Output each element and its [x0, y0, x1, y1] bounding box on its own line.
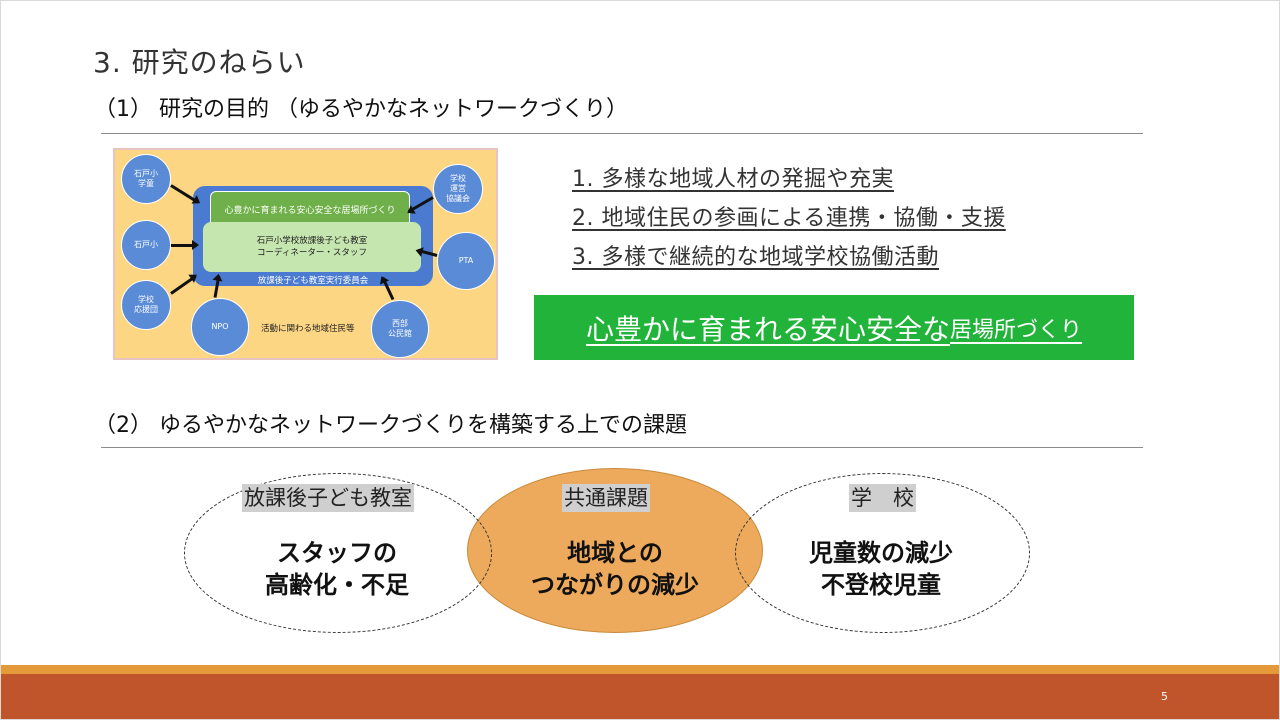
- venn-mid-line1: 地域との: [567, 539, 663, 567]
- node-ishido: 石戸小: [121, 220, 171, 270]
- goal-banner-small: 居場所づくり: [950, 317, 1083, 343]
- goal-item: 2. 地域住民の参画による連携・協働・支援: [572, 206, 1006, 231]
- venn-right-line2: 不登校児童: [821, 571, 941, 599]
- venn-left-line1: スタッフの: [277, 539, 397, 567]
- residents-label: 活動に関わる地域住民等: [261, 324, 355, 334]
- slide-title: 3. 研究のねらい: [93, 46, 306, 79]
- venn-mid-tag: 共通課題: [562, 484, 650, 512]
- network-diagram: 心豊かに育まれる安心安全な居場所づくり 石戸小学校放課後子ども教室 コーディネー…: [113, 148, 498, 360]
- goals-list: 1. 多様な地域人材の発掘や充実 2. 地域住民の参画による連携・協働・支援 3…: [572, 161, 1006, 278]
- venn-left-tag: 放課後子ども教室: [242, 484, 414, 512]
- node-ouendan: 学校 応援団: [121, 280, 171, 330]
- venn-right-line1: 児童数の減少: [809, 539, 953, 567]
- coordinator-line2: コーディネーター・スタッフ: [257, 248, 367, 258]
- node-gakudo: 石戸小 学童: [121, 154, 171, 204]
- goal-banner-main: 心豊かに育まれる安心安全な: [585, 312, 950, 346]
- venn-left: [184, 473, 492, 633]
- goal-item: 3. 多様で継続的な地域学校協働活動: [572, 245, 939, 270]
- section-heading-purpose: （1） 研究の目的 （ゆるやかなネットワークづくり）: [94, 97, 628, 122]
- node-unei: 学校 運営 協議会: [433, 164, 483, 214]
- goal-item: 1. 多様な地域人材の発掘や充実: [572, 167, 894, 192]
- node-pta: PTA: [437, 232, 495, 290]
- venn-left-text: スタッフの 高齢化・不足: [237, 537, 437, 601]
- venn-left-line2: 高齢化・不足: [265, 571, 409, 599]
- venn-right-tag: 学 校: [849, 484, 916, 512]
- diagram-goal-label: 心豊かに育まれる安心安全な居場所づくり: [210, 191, 410, 227]
- arrow-icon: [171, 240, 199, 250]
- goal-banner: 心豊かに育まれる安心安全な居場所づくり: [534, 295, 1134, 360]
- footer-stripe: [1, 665, 1279, 675]
- divider: [101, 447, 1143, 448]
- venn-right-text: 児童数の減少 不登校児童: [781, 537, 981, 601]
- venn-mid-line2: つながりの減少: [531, 571, 699, 599]
- node-npo: NPO: [191, 298, 249, 356]
- page-number: 5: [1161, 690, 1168, 703]
- coordinator-box: 石戸小学校放課後子ども教室 コーディネーター・スタッフ: [203, 222, 421, 272]
- committee-label: 放課後子ども教室実行委員会: [257, 276, 369, 286]
- venn-right: [735, 473, 1030, 633]
- divider: [101, 133, 1143, 134]
- footer-bar: [1, 674, 1279, 719]
- node-kouminkan: 西部 公民館: [371, 300, 429, 358]
- venn-mid-text: 地域との つながりの減少: [515, 537, 715, 601]
- section-heading-issues: （2） ゆるやかなネットワークづくりを構築する上での課題: [94, 413, 687, 438]
- coordinator-line1: 石戸小学校放課後子ども教室: [256, 236, 368, 246]
